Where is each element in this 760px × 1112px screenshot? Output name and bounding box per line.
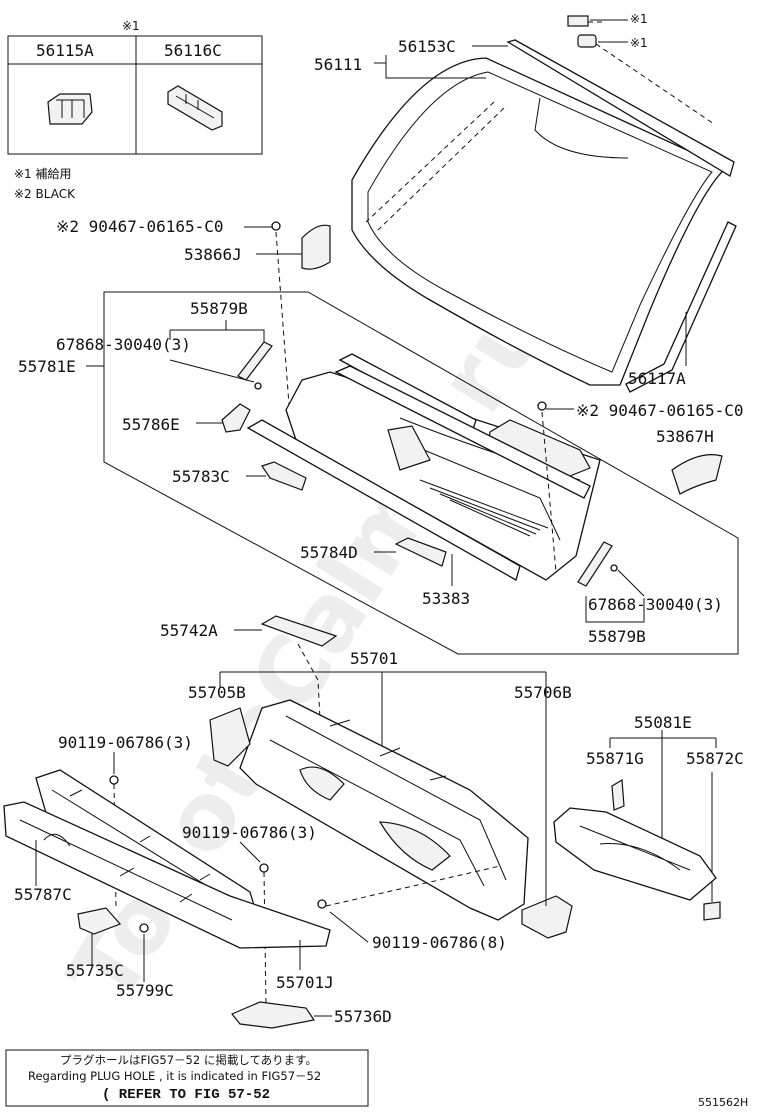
screw-90467-right-icon: [537, 401, 547, 411]
bracket-53867h: [671, 454, 723, 495]
reference-table: ※1 56115A 56116C: [7, 19, 263, 155]
table-col1-label: 56115A: [36, 41, 94, 60]
label-56153c: 56153C: [398, 37, 456, 56]
label-56117a: 56117A: [628, 369, 686, 388]
cowl-lower-panel-55701j: [3, 801, 331, 949]
legend-line-1: ※1 補給用: [14, 167, 72, 181]
cowl-panel-55701: [239, 699, 529, 921]
label-56111: 56111: [314, 55, 362, 74]
screw-67868-bottom-icon: [610, 564, 618, 572]
label-55735c: 55735C: [66, 961, 124, 980]
footer-note-line-3: ( REFER TO FIG 57-52: [102, 1087, 270, 1103]
label-53867h: 53867H: [656, 427, 714, 446]
label-55736d: 55736D: [334, 1007, 392, 1026]
label-90119-b: 90119-06786(3): [182, 823, 317, 842]
cover-55736d: [231, 1001, 316, 1029]
label-90119-a: 90119-06786(3): [58, 733, 193, 752]
label-90467-left: ※2 90467-06165-C0: [56, 217, 224, 236]
clip-55871g: [611, 778, 625, 811]
label-55706b: 55706B: [514, 683, 572, 702]
label-55879b-top: 55879B: [190, 299, 248, 318]
clip-55799c-icon: [139, 923, 149, 933]
figure-code: 551562H: [698, 1096, 748, 1109]
bracket-53866j: [301, 224, 331, 270]
cover-55784d: [394, 537, 447, 567]
cowl-extension-55081e: [553, 807, 717, 901]
label-55701j: 55701J: [276, 973, 334, 992]
label-90119-c: 90119-06786(8): [372, 933, 507, 952]
label-55786e: 55786E: [122, 415, 180, 434]
label-55081e: 55081E: [634, 713, 692, 732]
moulding-56153c: [506, 39, 735, 177]
label-mark1-a: ※1: [630, 12, 648, 26]
cover-55783c: [261, 461, 307, 491]
screw-67868-top-icon: [254, 382, 262, 390]
bolt-90119-c-icon: [317, 899, 327, 909]
table-col2-label: 56116C: [164, 41, 222, 60]
clip-56115a-icon: [47, 93, 93, 125]
label-55787c: 55787C: [14, 885, 72, 904]
label-55784d: 55784D: [300, 543, 358, 562]
legend-line-2: ※2 BLACK: [14, 187, 76, 201]
strip-seal: [334, 365, 591, 499]
footer-note-box: [5, 1049, 369, 1107]
moulding-56117a: [625, 221, 737, 393]
footer-note-line-2: Regarding PLUG HOLE , it is indicated in…: [28, 1069, 321, 1083]
label-53383: 53383: [422, 589, 470, 608]
clip-55872c: [703, 901, 721, 921]
screw-90467-left-icon: [271, 221, 281, 231]
clip-55879b-top: [237, 341, 273, 381]
bracket-55705b: [209, 707, 251, 767]
clip-56116c-icon: [167, 85, 223, 131]
label-55871g: 55871G: [586, 749, 644, 768]
label-55705b: 55705B: [188, 683, 246, 702]
label-90467-right: ※2 90467-06165-C0: [576, 401, 744, 420]
label-mark1-b: ※1: [630, 36, 648, 50]
bracket-55735c: [77, 907, 122, 935]
bracket-55706b: [521, 895, 573, 939]
label-55799c: 55799C: [116, 981, 174, 1000]
footer-note-line-1: プラグホールはFIG57－52 に掲載してあります。: [60, 1053, 317, 1067]
group-outline-55781e: [103, 291, 739, 655]
table-header-mark: ※1: [122, 19, 140, 33]
label-55783c: 55783C: [172, 467, 230, 486]
bracket-55786e: [221, 403, 251, 433]
cowl-panel-seal-53383: [246, 419, 521, 581]
bolt-90119-a-icon: [109, 775, 119, 785]
label-53866j: 53866J: [184, 245, 242, 264]
label-67868-bottom: 67868-30040(3): [588, 595, 723, 614]
label-55701: 55701: [350, 649, 398, 668]
label-55742a: 55742A: [160, 621, 218, 640]
label-55872c: 55872C: [686, 749, 744, 768]
clip-56116c-mark: [577, 34, 597, 48]
bolt-90119-b-icon: [259, 863, 269, 873]
clip-56115a-mark: [567, 15, 589, 27]
seal-55742a: [260, 615, 338, 647]
windshield-glass: [351, 57, 728, 386]
clip-55879b-bottom: [577, 541, 613, 587]
label-67868-top: 67868-30040(3): [56, 335, 191, 354]
label-55879b-bottom: 55879B: [588, 627, 646, 646]
label-55781e: 55781E: [18, 357, 76, 376]
